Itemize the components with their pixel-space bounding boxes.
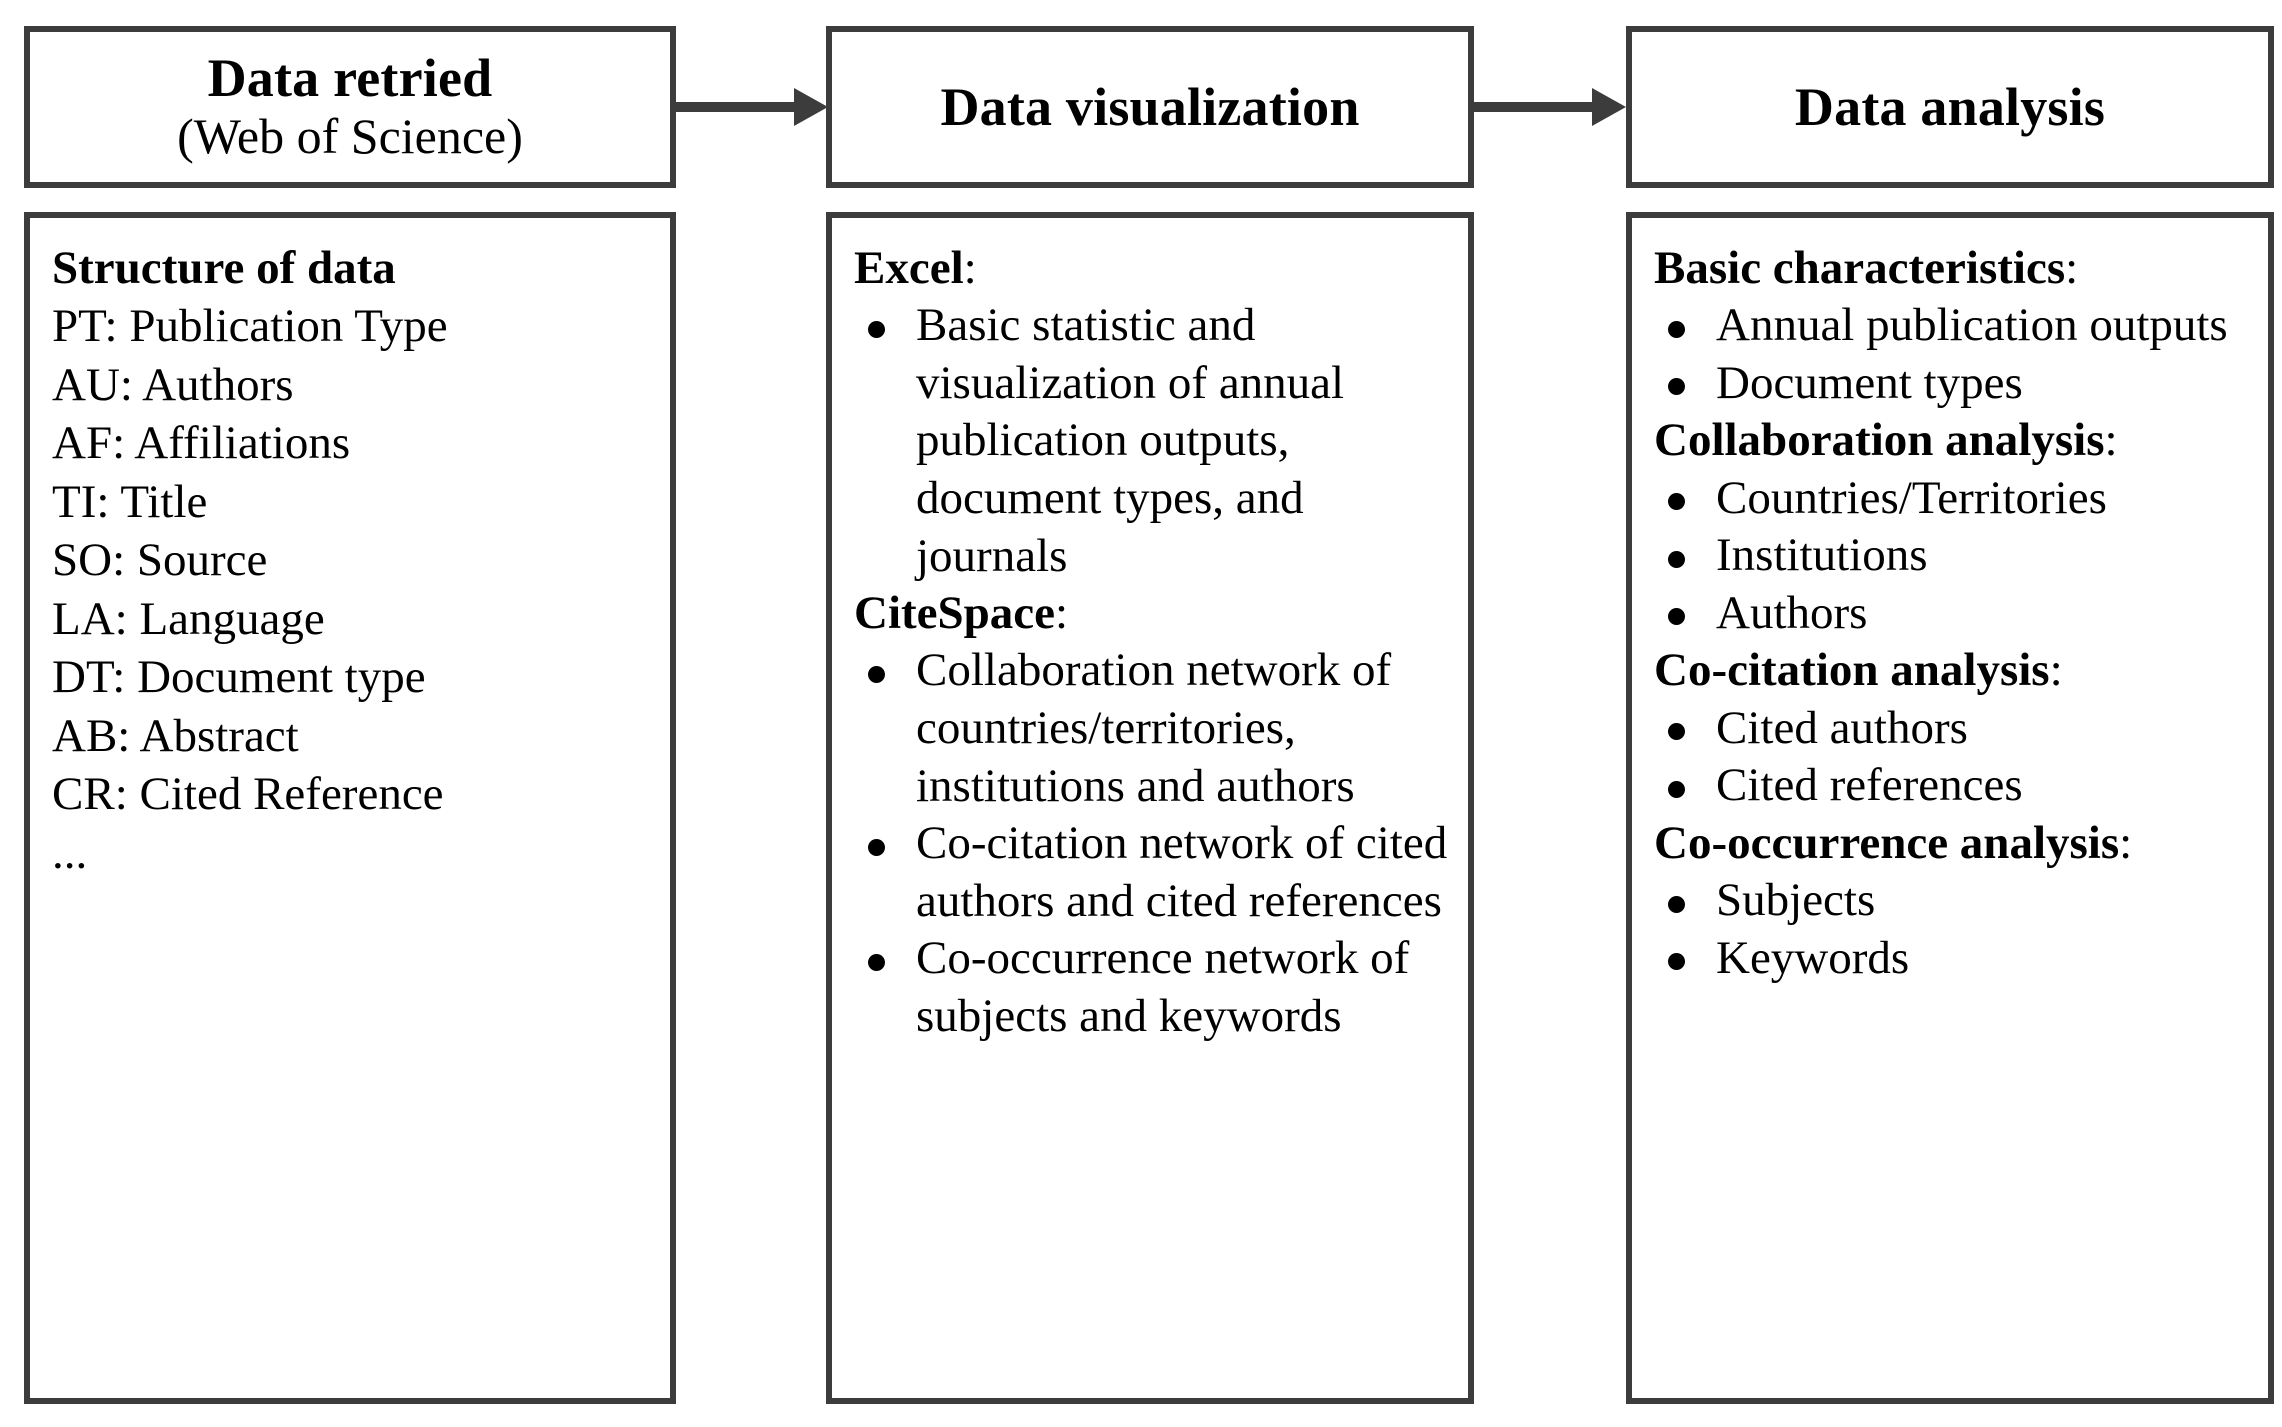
bullet-dot-icon	[1668, 320, 1685, 338]
field-line: SO: Source	[52, 534, 268, 587]
list-item: Subjects	[1654, 872, 2254, 930]
list-item-label: Co-occurrence network of subjects and ke…	[916, 932, 1410, 1042]
list-item: Co-citation network of cited authors and…	[854, 815, 1454, 930]
field-line: PT: Publication Type	[52, 300, 448, 353]
section-heading-label: Excel	[854, 242, 964, 294]
section-heading-colon: :	[963, 242, 977, 294]
list-item-label: Basic statistic and visualization of ann…	[916, 299, 1345, 582]
bullet-dot-icon	[1668, 493, 1685, 511]
bullet-dot-icon	[1668, 608, 1685, 626]
stage-title-data-analysis: Data analysis	[1794, 76, 2106, 137]
detail-box-data-visualization: Excel: Basic statistic and visualization…	[826, 212, 1474, 1404]
list-item-label: Authors	[1716, 586, 1868, 639]
section-heading-label: Collaboration analysis	[1654, 414, 2105, 467]
section-heading-excel: Excel:	[854, 240, 1454, 297]
bullet-dot-icon	[1668, 895, 1685, 913]
section-heading-collaboration-analysis: Collaboration analysis:	[1654, 412, 2254, 469]
field-line: TI: Title	[52, 475, 208, 528]
bullet-list-basic-characteristics: Annual publication outputs Document type…	[1654, 297, 2254, 412]
list-item: Cited authors	[1654, 700, 2254, 758]
field-line: CR: Cited Reference	[52, 768, 444, 821]
stage-box-data-retrieved: Data retried (Web of Science)	[24, 26, 676, 188]
list-item: Annual publication outputs	[1654, 297, 2254, 355]
field-line: LA: Language	[52, 592, 325, 645]
bullet-dot-icon	[1668, 378, 1685, 396]
stage-title-data-visualization: Data visualization	[940, 76, 1360, 137]
list-item: Basic statistic and visualization of ann…	[854, 297, 1454, 585]
list-item: Collaboration network of countries/terri…	[854, 642, 1454, 815]
list-item-label: Subjects	[1716, 874, 1876, 927]
arrow-shaft	[1474, 102, 1596, 112]
arrow-head	[1592, 88, 1626, 126]
section-heading-label: Basic characteristics	[1654, 242, 2066, 294]
bullet-list-collaboration-analysis: Countries/Territories Institutions Autho…	[1654, 470, 2254, 643]
list-item: Authors	[1654, 585, 2254, 643]
list-item: Document types	[1654, 355, 2254, 413]
bullet-dot-icon	[868, 953, 885, 971]
detail-box-data-analysis: Basic characteristics: Annual publicatio…	[1626, 212, 2274, 1404]
detail-content-data-analysis: Basic characteristics: Annual publicatio…	[1632, 218, 2268, 987]
section-heading-co-citation-analysis: Co-citation analysis:	[1654, 642, 2254, 699]
section-heading-colon: :	[2119, 816, 2133, 869]
section-heading-label: Co-occurrence analysis	[1654, 816, 2120, 869]
bullet-list-co-occurrence-analysis: Subjects Keywords	[1654, 872, 2254, 987]
detail-box-data-retrieved: Structure of data PT: Publication Type A…	[24, 212, 676, 1404]
section-heading: Structure of data	[52, 240, 656, 297]
section-heading-label: Co-citation analysis	[1654, 644, 2050, 697]
detail-content-data-retrieved: Structure of data PT: Publication Type A…	[30, 218, 670, 882]
field-line: DT: Document type	[52, 651, 426, 704]
stage-title-data-retrieved: Data retried	[207, 48, 493, 109]
section-heading-colon: :	[2065, 242, 2079, 294]
bullet-dot-icon	[868, 665, 885, 683]
section-heading-colon: :	[2049, 644, 2063, 697]
bullet-dot-icon	[868, 320, 885, 338]
list-item-label: Cited references	[1716, 759, 2023, 812]
list-item: Keywords	[1654, 930, 2254, 988]
section-heading-colon: :	[2104, 414, 2118, 467]
stage-box-data-analysis: Data analysis	[1626, 26, 2274, 188]
list-item: Countries/Territories	[1654, 470, 2254, 528]
bullet-dot-icon	[868, 838, 885, 856]
bullet-list-co-citation-analysis: Cited authors Cited references	[1654, 700, 2254, 815]
bullet-dot-icon	[1668, 953, 1685, 971]
list-item-label: Cited authors	[1716, 701, 1968, 754]
bullet-list-citespace: Collaboration network of countries/terri…	[854, 642, 1454, 1045]
bullet-dot-icon	[1668, 550, 1685, 568]
list-item-label: Co-citation network of cited authors and…	[916, 817, 1448, 927]
bullet-list-excel: Basic statistic and visualization of ann…	[854, 297, 1454, 585]
arrow-shaft	[676, 102, 798, 112]
list-item: Cited references	[1654, 757, 2254, 815]
section-heading-citespace: CiteSpace:	[854, 585, 1454, 642]
section-heading-basic-characteristics: Basic characteristics:	[1654, 240, 2254, 297]
section-heading-label: CiteSpace	[854, 587, 1056, 640]
list-item-label: Annual publication outputs	[1716, 299, 2228, 352]
field-line: AF: Affiliations	[52, 417, 351, 470]
stage-box-data-visualization: Data visualization	[826, 26, 1474, 188]
arrow-head	[794, 88, 828, 126]
bullet-dot-icon	[1668, 723, 1685, 741]
field-line-ellipsis: ...	[52, 826, 88, 879]
list-item-label: Keywords	[1716, 931, 1910, 984]
section-heading-label: Structure of data	[52, 242, 396, 294]
section-heading-co-occurrence-analysis: Co-occurrence analysis:	[1654, 815, 2254, 872]
list-item: Institutions	[1654, 527, 2254, 585]
list-item: Co-occurrence network of subjects and ke…	[854, 930, 1454, 1045]
bullet-dot-icon	[1668, 780, 1685, 798]
detail-content-data-visualization: Excel: Basic statistic and visualization…	[832, 218, 1468, 1045]
field-line: AU: Authors	[52, 358, 294, 411]
list-item-label: Institutions	[1716, 529, 1928, 582]
list-item-label: Document types	[1716, 356, 2023, 409]
list-item-label: Collaboration network of countries/terri…	[916, 644, 1392, 812]
list-item-label: Countries/Territories	[1716, 471, 2107, 524]
section-heading-colon: :	[1055, 587, 1069, 640]
field-line: AB: Abstract	[52, 709, 299, 762]
stage-subtitle-data-retrieved: (Web of Science)	[177, 108, 523, 165]
